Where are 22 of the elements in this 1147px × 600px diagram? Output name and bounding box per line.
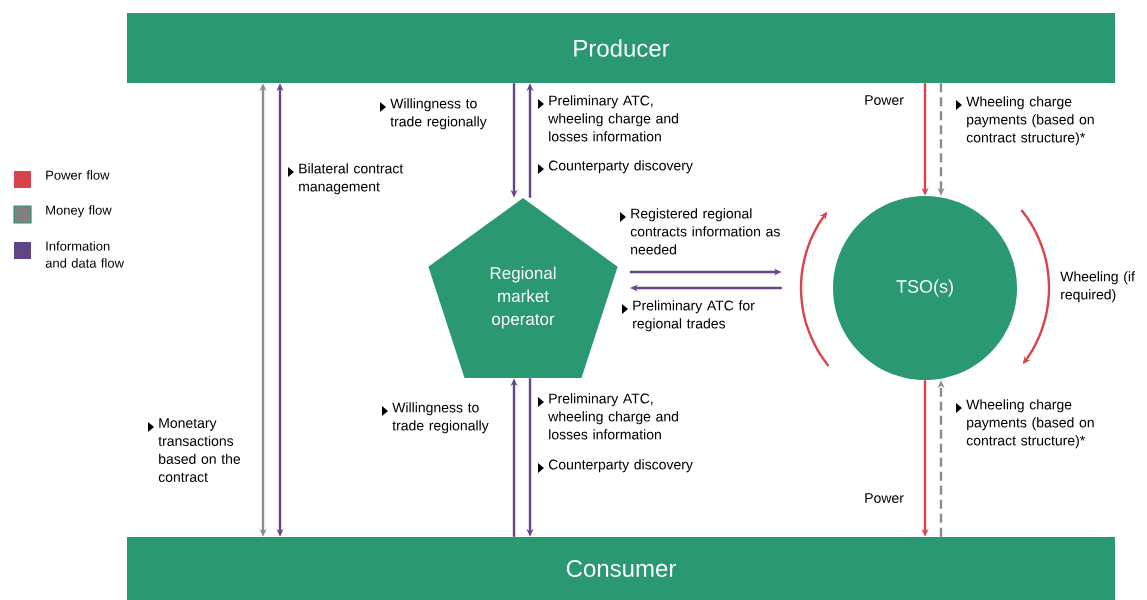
band: Producer (127, 13, 1115, 83)
edge-label: Power (865, 95, 904, 105)
edge-label: Wheeling charge payments (based on contract structure)* (966, 399, 1094, 449)
pentagon-node: Regional market operator (428, 198, 618, 378)
edge-label: Registered regional contracts information as needed (630, 208, 780, 255)
edge-label: Preliminary ATC, wheeling charge and losses information (548, 95, 679, 142)
edge-label: Willingness to trade regionally (390, 98, 487, 130)
edge-label: Bilateral contract management (299, 163, 404, 195)
legend-label: Money flow (46, 205, 112, 218)
legend-label: Power flow (46, 170, 110, 180)
edge-label: Monetary transactions based on the contract (158, 418, 241, 482)
note-text: Counterparty discovery (548, 459, 693, 473)
band: Consumer (127, 537, 1115, 600)
edge-label: Wheeling charge payments (based on contract structure)* (966, 96, 1094, 146)
legend-label: Information and data flow (45, 241, 124, 268)
note-text: Wheeling (if required) (1060, 271, 1135, 303)
edge-label: Willingness to trade regionally (392, 402, 489, 434)
note-text: Counterparty discovery (548, 160, 693, 174)
edge-label: Power (865, 493, 904, 503)
circle-node: TSO(s) (833, 196, 1017, 380)
edge-label: Preliminary ATC, wheeling charge and losses information (548, 393, 679, 440)
edge-label: Preliminary ATC for regional trades (633, 300, 755, 332)
